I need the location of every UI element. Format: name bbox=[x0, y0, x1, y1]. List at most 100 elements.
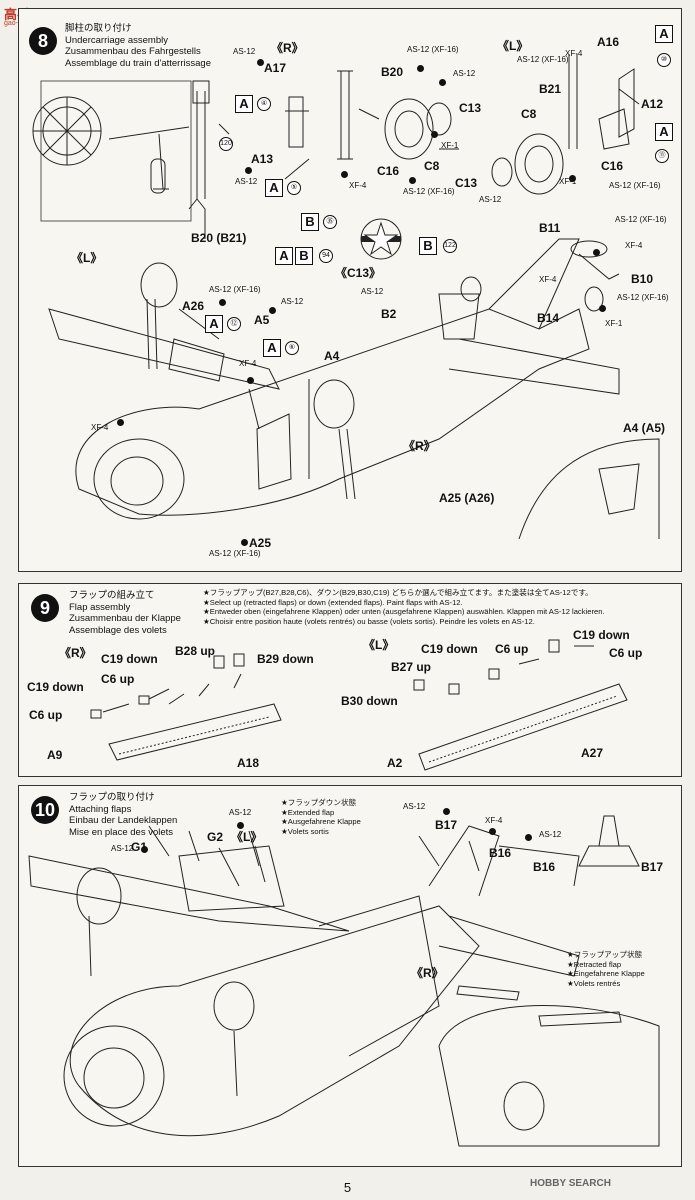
paint-as12-xf16: AS-12 (XF-16) bbox=[517, 55, 569, 64]
note-fr: ★Choisir entre position haute (volets re… bbox=[203, 616, 535, 626]
extended-flap-note: ★フラップダウン状態 ★Extended flap ★Ausgefahrene … bbox=[281, 798, 361, 836]
label-b21: B21 bbox=[539, 82, 562, 96]
paint-as12: AS-12 bbox=[281, 297, 304, 306]
step-number: 9 bbox=[31, 594, 59, 622]
decal-sheet-a: A bbox=[655, 123, 673, 141]
step-title: 脚柱の取り付け Undercarriage assembly Zusammenb… bbox=[65, 23, 211, 69]
title-de: Zusammenbau der Klappe bbox=[69, 613, 181, 624]
title-fr: Mise en place des volets bbox=[69, 826, 174, 838]
paint-as12-xf16: AS-12 (XF-16) bbox=[615, 215, 667, 224]
label-a18: A18 bbox=[237, 756, 260, 770]
label-b27-up: B27 up bbox=[391, 660, 432, 674]
label-b28-up: B28 up bbox=[175, 644, 216, 658]
label-c13: C13 bbox=[459, 101, 482, 115]
step-title: フラップの取り付け Attaching flaps Einbau der Lan… bbox=[69, 792, 177, 838]
label-c8: C8 bbox=[424, 159, 440, 173]
hobby-search-watermark: HOBBY SEARCH bbox=[530, 1178, 611, 1189]
decal-sheet-a: A bbox=[263, 339, 281, 357]
step-10-panel: 10 フラップの取り付け Attaching flaps Einbau der … bbox=[18, 785, 682, 1167]
decal-number: ⑪ bbox=[655, 149, 669, 163]
label-c8-left: C8 bbox=[521, 107, 537, 121]
title-en: Flap assembly bbox=[69, 601, 131, 613]
title-en: Attaching flaps bbox=[69, 803, 132, 815]
step-9-panel: 9 フラップの組み立て Flap assembly Zusammenbau de… bbox=[18, 583, 682, 777]
label-a16: A16 bbox=[597, 35, 620, 49]
paint-as12: AS-12 bbox=[361, 287, 384, 296]
decal-sheet-b: B bbox=[301, 213, 319, 231]
decal-sheet-b: B bbox=[295, 247, 313, 265]
note-en: ★Select up (retracted flaps) or down (ex… bbox=[203, 597, 463, 607]
step-notes: ★フラップアップ(B27,B28,C6)、ダウン(B29,B30,C19) どち… bbox=[203, 588, 605, 626]
label-a9: A9 bbox=[47, 748, 63, 762]
paint-xf4: XF-4 bbox=[625, 241, 643, 250]
paint-xf1: XF-1 bbox=[441, 141, 459, 150]
paint-as12: AS-12 bbox=[229, 808, 252, 817]
paint-as12: AS-12 bbox=[479, 195, 502, 204]
title-de: Zusammenbau des Fahrgestells bbox=[65, 46, 201, 57]
paint-as12-xf16: AS-12 (XF-16) bbox=[209, 549, 261, 558]
decal-number: 120 bbox=[219, 137, 233, 151]
paint-xf1: XF-1 bbox=[559, 177, 577, 186]
label-right: 《R》 bbox=[59, 646, 92, 660]
note-de: ★Entweder oben (eingefahrene Klappen) od… bbox=[203, 607, 605, 617]
paint-as12: AS-12 bbox=[453, 69, 476, 78]
label-c16-left: C16 bbox=[601, 159, 624, 173]
label-left-aircraft: 《L》 bbox=[71, 251, 103, 265]
label-a4: A4 bbox=[324, 349, 340, 363]
label-c19-down: C19 down bbox=[101, 652, 158, 666]
label-b20: B20 bbox=[381, 65, 404, 79]
label-right: 《R》 bbox=[411, 966, 444, 980]
label-c19-down: C19 down bbox=[573, 628, 630, 642]
title-fr: Assemblage du train d'atterrissage bbox=[65, 57, 211, 69]
note-jp: ★フラップアップ(B27,B28,C6)、ダウン(B29,B30,C19) どち… bbox=[203, 588, 593, 597]
label-a25-a26: A25 (A26) bbox=[439, 491, 495, 505]
label-b16-detail: B16 bbox=[533, 860, 556, 874]
paint-as12: AS-12 bbox=[539, 830, 562, 839]
step-8-panel: 8 脚柱の取り付け Undercarriage assembly Zusamme… bbox=[18, 8, 682, 572]
label-a12: A12 bbox=[641, 97, 664, 111]
decal-sheet-a: A bbox=[655, 25, 673, 43]
paint-as12-xf16: AS-12 (XF-16) bbox=[609, 181, 661, 190]
label-a17: A17 bbox=[264, 61, 287, 75]
label-a25: A25 bbox=[249, 536, 272, 550]
label-c6-up: C6 up bbox=[495, 642, 529, 656]
label-c6-up: C6 up bbox=[609, 646, 643, 660]
label-left: 《L》 bbox=[231, 830, 263, 844]
label-right: 《R》 bbox=[271, 41, 304, 55]
decal-sheet-a: A bbox=[205, 315, 223, 333]
label-b29-down: B29 down bbox=[257, 652, 314, 666]
label-b17-detail: B17 bbox=[641, 860, 664, 874]
paint-as12: AS-12 bbox=[403, 802, 426, 811]
label-c16: C16 bbox=[377, 164, 400, 178]
decal-number: ⑩ bbox=[657, 53, 671, 67]
paint-as12: AS-12 bbox=[235, 177, 258, 186]
attaching-flaps-illustration bbox=[28, 815, 660, 1147]
flap-illustration bbox=[90, 639, 628, 771]
label-c19-down: C19 down bbox=[27, 680, 84, 694]
label-a4-a5: A4 (A5) bbox=[623, 421, 666, 435]
title-fr: Assemblage des volets bbox=[69, 624, 167, 636]
title-de: Einbau der Landeklappen bbox=[69, 815, 178, 826]
decal-sheet-b: B bbox=[419, 237, 437, 255]
label-a26: A26 bbox=[182, 299, 205, 313]
label-b14: B14 bbox=[537, 311, 560, 325]
decal-sheet-a: A bbox=[275, 247, 293, 265]
label-b20-b21: B20 (B21) bbox=[191, 231, 247, 245]
decal-number: ⑫ bbox=[227, 317, 241, 331]
decal-number: ⑥ bbox=[285, 341, 299, 355]
paint-xf4: XF-4 bbox=[349, 181, 367, 190]
label-a5: A5 bbox=[254, 313, 270, 327]
undercarriage-illustration bbox=[32, 54, 660, 540]
paint-xf1: XF-1 bbox=[605, 319, 623, 328]
label-c13-insignia: 《C13》 bbox=[335, 266, 382, 280]
paint-as12-xf16: AS-12 (XF-16) bbox=[617, 293, 669, 302]
title-jp: 脚柱の取り付け bbox=[65, 23, 132, 34]
label-right-aircraft: 《R》 bbox=[403, 439, 436, 453]
step-title: フラップの組み立て Flap assembly Zusammenbau der … bbox=[69, 590, 181, 636]
paint-as12: AS-12 bbox=[233, 47, 256, 56]
label-left: 《L》 bbox=[363, 638, 395, 652]
paint-as12: AS-12 bbox=[111, 844, 134, 853]
label-a13: A13 bbox=[251, 152, 274, 166]
label-b11: B11 bbox=[539, 221, 561, 235]
decal-sheet-a: A bbox=[235, 95, 253, 113]
